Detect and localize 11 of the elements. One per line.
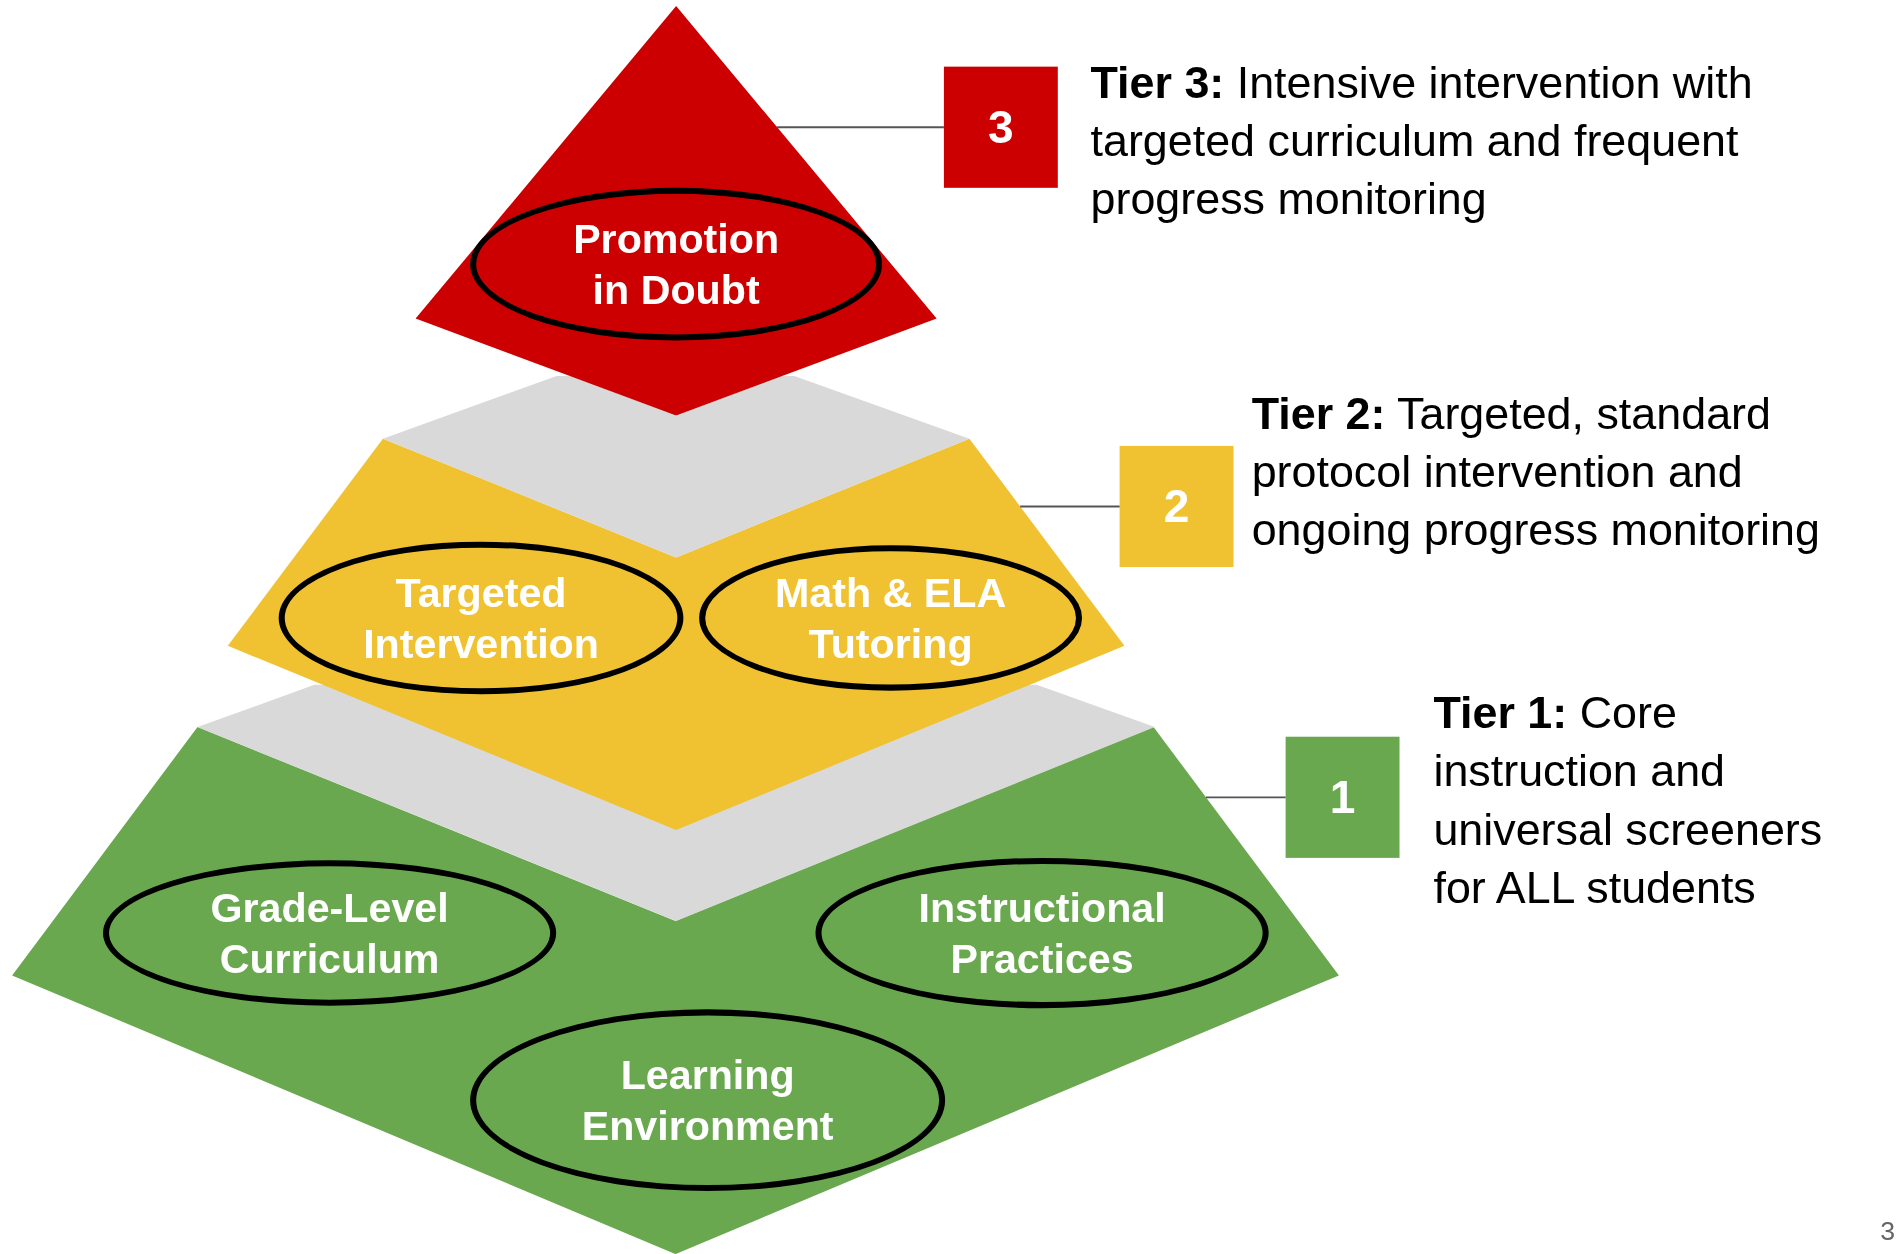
leader-line — [776, 126, 945, 129]
tier-description: Tier 3: Intensive intervention with targeted curriculum and frequent progress monitoring — [1090, 57, 1754, 227]
tier-number-box: 3 — [943, 66, 1058, 188]
tier-number-box: 1 — [1285, 736, 1400, 858]
tier-description: Tier 2: Targeted, standard protocol intervention and ongoing progress monitoring — [1251, 387, 1821, 557]
tier-number-box: 2 — [1119, 445, 1234, 568]
pyramid-tier — [415, 6, 937, 416]
leader-line — [1205, 796, 1287, 799]
leader-line — [1019, 505, 1121, 508]
tier-description: Tier 1: Core instruction and universal screeners for ALL students — [1433, 687, 1824, 915]
page-number: 3 — [1880, 1215, 1896, 1247]
